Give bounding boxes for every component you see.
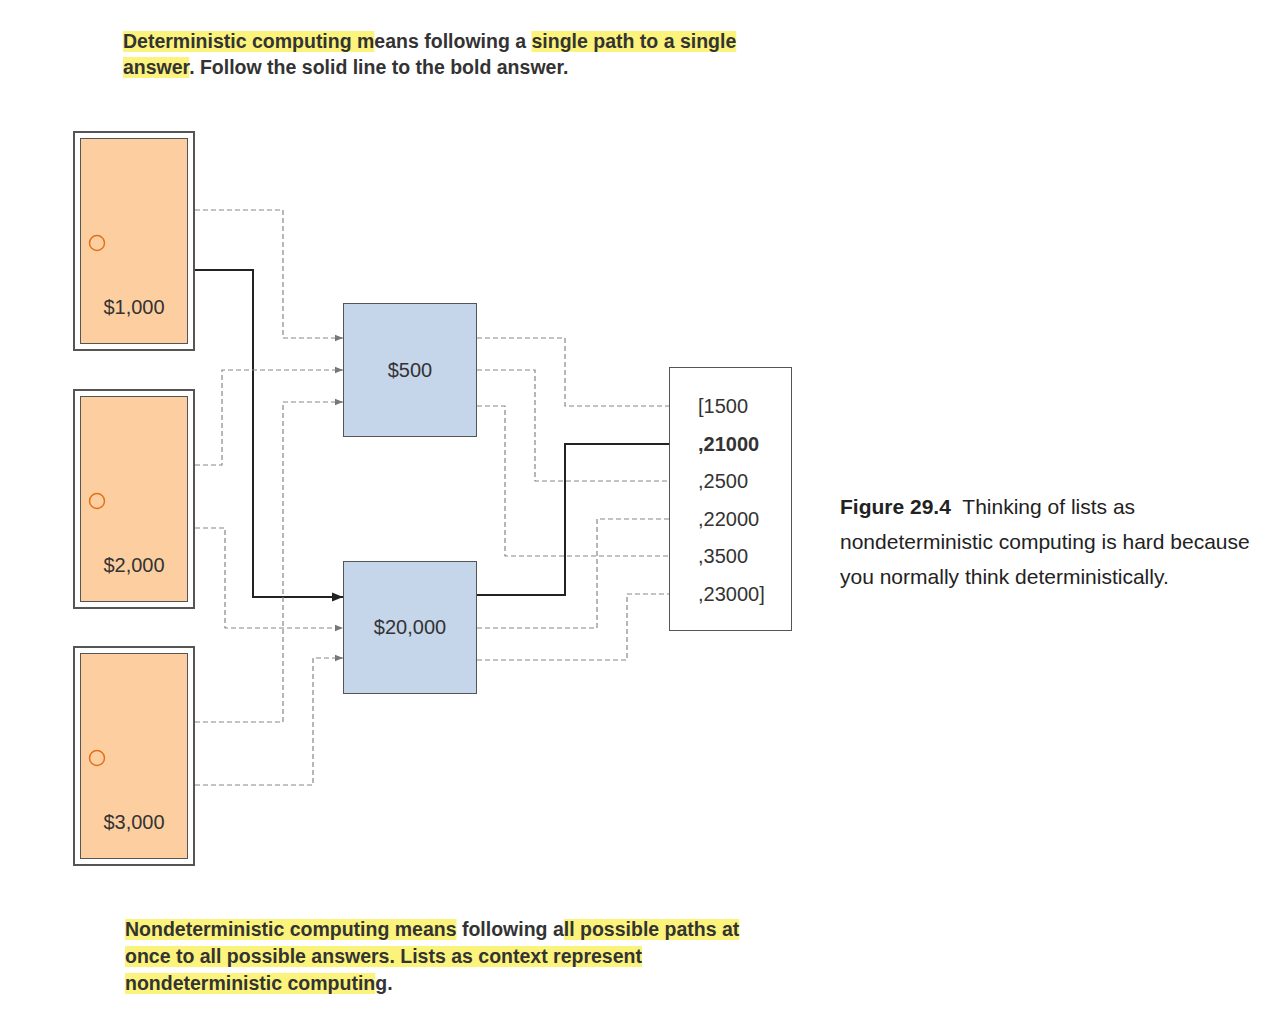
list-item: ,21000 [698, 431, 759, 457]
door-knob [90, 494, 105, 509]
possible-path-arrow [477, 519, 691, 628]
list-item: ,23000] [698, 581, 765, 607]
result-list-box: [1500 ,21000 ,2500 ,22000 ,3500 ,23000] [669, 367, 792, 631]
door-panel: $3,000 [80, 653, 188, 859]
door-box: $3,000 [73, 646, 195, 866]
note-text: Deterministic computing means following … [123, 30, 736, 78]
door-amount: $2,000 [81, 554, 187, 577]
door-knob [85, 489, 109, 513]
list-item: ,3500 [698, 543, 748, 569]
door-box: $2,000 [73, 389, 195, 609]
chosen-path-arrow [195, 270, 343, 597]
possible-path-arrow [195, 210, 343, 338]
note-text: Nondeterministic computing means followi… [125, 918, 739, 994]
possible-path-arrow [195, 528, 343, 628]
possible-path-arrow [477, 338, 691, 406]
figure-number: Figure 29.4 [840, 495, 951, 518]
door-knob [85, 746, 109, 770]
note-text-block: Deterministic computing means following … [123, 28, 773, 80]
door-amount: $3,000 [81, 811, 187, 834]
possible-path-arrow [477, 406, 691, 556]
possible-path-arrow [195, 370, 343, 465]
box-amount: $500 [380, 359, 441, 382]
note-text-block: Nondeterministic computing means followi… [125, 916, 765, 997]
list-item: [1500 [698, 393, 748, 419]
door-knob [85, 231, 109, 255]
figure-caption: Figure 29.4 Thinking of lists as nondete… [840, 489, 1250, 594]
possible-path-arrow [477, 370, 691, 481]
door-panel: $1,000 [80, 138, 188, 344]
list-item: ,2500 [698, 468, 748, 494]
door-amount: $1,000 [81, 296, 187, 319]
possible-path-arrow [477, 594, 691, 660]
value-box: $20,000 [343, 561, 477, 694]
box-amount: $20,000 [366, 616, 454, 639]
possible-path-arrow [195, 402, 343, 722]
list-item: ,22000 [698, 506, 759, 532]
door-box: $1,000 [73, 131, 195, 351]
possible-path-arrow [195, 658, 343, 785]
door-knob [90, 751, 105, 766]
value-box: $500 [343, 303, 477, 437]
door-panel: $2,000 [80, 396, 188, 602]
door-knob [90, 236, 105, 251]
